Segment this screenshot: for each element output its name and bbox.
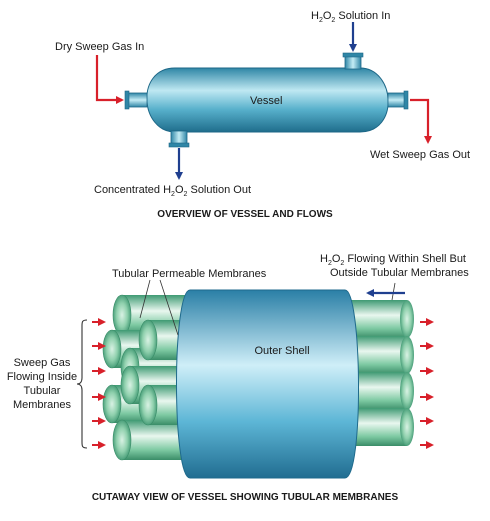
membrane-leader-1: [139, 279, 151, 319]
sweep-gas-label-line1: Sweep Gas: [14, 357, 71, 369]
tubular-membranes-label: Tubular Permeable Membranes: [112, 268, 267, 280]
sweep-gas-out-arrows: [420, 318, 434, 449]
sweep-gas-label-line3: Tubular: [24, 385, 61, 397]
cutaway-view: Tubular Permeable Membranes H2O2 Flowing…: [7, 253, 469, 503]
wet-sweep-out-arrow: [410, 98, 432, 144]
h2o2-flow-label-line2: Outside Tubular Membranes: [330, 267, 469, 279]
outer-shell-label: Outer Shell: [254, 345, 309, 357]
h2o2-flow-label-line1: H2O2 Flowing Within Shell But: [320, 253, 466, 267]
dry-sweep-in-arrow: [95, 55, 124, 104]
sweep-gas-label-line4: Membranes: [13, 399, 72, 411]
vessel-label: Vessel: [250, 95, 282, 107]
h2o2-leader: [391, 282, 396, 301]
sweep-gas-bracket: [76, 319, 88, 449]
dry-sweep-gas-in-label: Dry Sweep Gas In: [55, 41, 144, 53]
vessel-left-nozzle: [126, 92, 148, 108]
vessel-right-nozzle: [387, 92, 407, 108]
h2o2-solution-in-label: H2O2 Solution In: [311, 10, 390, 24]
outer-shell: [176, 289, 359, 479]
concentrated-solution-out-label: Concentrated H2O2 Solution Out: [94, 184, 251, 198]
membrane-leader-2: [159, 279, 179, 336]
sweep-gas-in-arrows: [92, 318, 106, 449]
vessel-overview: H2O2 Solution In Dry Sweep Gas In Vessel…: [55, 10, 470, 220]
overview-caption: OVERVIEW OF VESSEL AND FLOWS: [157, 209, 333, 220]
vessel-body: [146, 67, 389, 133]
wet-sweep-gas-out-label: Wet Sweep Gas Out: [370, 149, 470, 161]
sweep-gas-label-line2: Flowing Inside: [7, 371, 77, 383]
cutaway-caption: CUTAWAY VIEW OF VESSEL SHOWING TUBULAR M…: [92, 492, 399, 503]
